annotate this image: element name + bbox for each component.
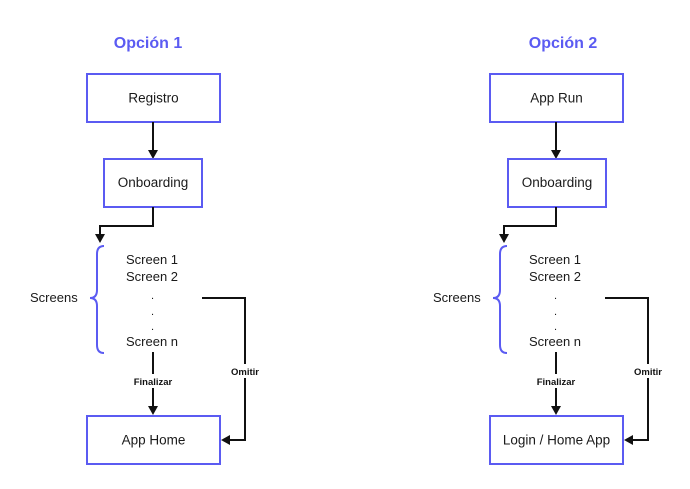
edge-label-bg (531, 374, 581, 388)
arrowhead-icon (551, 150, 561, 159)
app-run-label: App Run (530, 91, 583, 106)
login-home-node: Login / Home App (489, 415, 624, 465)
registro-label: Registro (128, 91, 178, 106)
ellipsis-dot: . (151, 306, 154, 318)
app-run-box (489, 73, 624, 123)
app-run-node: App Run (489, 73, 624, 123)
onboarding-label: Onboarding (118, 175, 189, 190)
ellipsis-dot: . (151, 290, 154, 302)
screen-item: Screen n (529, 334, 581, 349)
registro-box (86, 73, 221, 123)
screens-brace (492, 245, 508, 354)
screens-brace (89, 245, 105, 354)
ellipsis-dot: . (151, 321, 154, 333)
omitir-label: Omitir (634, 367, 662, 378)
app-home-label: App Home (122, 433, 186, 448)
arrowhead-icon (148, 406, 158, 415)
screens-label: Screens (433, 290, 481, 305)
login-home-label: Login / Home App (503, 433, 610, 448)
ellipsis-dot: . (554, 306, 557, 318)
edge-label-bg (629, 364, 667, 378)
arrowhead-icon (95, 234, 105, 243)
option-2-flow: Opción 2 App Run Onboarding Screens Scre… (433, 35, 667, 465)
screen-item: Screen 1 (529, 252, 581, 267)
arrowhead-icon (551, 406, 561, 415)
option-1-flow: Opción 1 Registro Onboarding Screens Scr… (30, 35, 264, 465)
omitir-label: Omitir (231, 367, 259, 378)
ellipsis-dot: . (554, 321, 557, 333)
registro-node: Registro (86, 73, 221, 123)
onboarding-label: Onboarding (522, 175, 593, 190)
app-home-node: App Home (86, 415, 221, 465)
option-2-title: Opción 2 (529, 35, 598, 52)
onboarding-node-1: Onboarding (103, 158, 203, 208)
onboarding-box (103, 158, 203, 208)
arrowhead-icon (499, 234, 509, 243)
arrowhead-icon (221, 435, 230, 445)
edge-onboarding-screens (503, 207, 557, 234)
onboarding-node-2: Onboarding (507, 158, 607, 208)
app-home-box (86, 415, 221, 465)
finalizar-label: Finalizar (537, 377, 576, 388)
finalizar-label: Finalizar (134, 377, 173, 388)
ellipsis-dot: . (554, 290, 557, 302)
screens-list: Screen 1 Screen 2 . . . Screen n (529, 252, 581, 349)
screen-item: Screen 2 (529, 269, 581, 284)
screen-item: Screen n (126, 334, 178, 349)
login-home-box (489, 415, 624, 465)
edge-label-bg (128, 374, 178, 388)
screens-label: Screens (30, 290, 78, 305)
screen-item: Screen 1 (126, 252, 178, 267)
arrowhead-icon (148, 150, 158, 159)
option-1-title: Opción 1 (114, 35, 183, 52)
edge-onboarding-screens (99, 207, 154, 234)
screens-list: Screen 1 Screen 2 . . . Screen n (126, 252, 178, 349)
edge-label-bg (226, 364, 264, 378)
screen-item: Screen 2 (126, 269, 178, 284)
arrowhead-icon (624, 435, 633, 445)
